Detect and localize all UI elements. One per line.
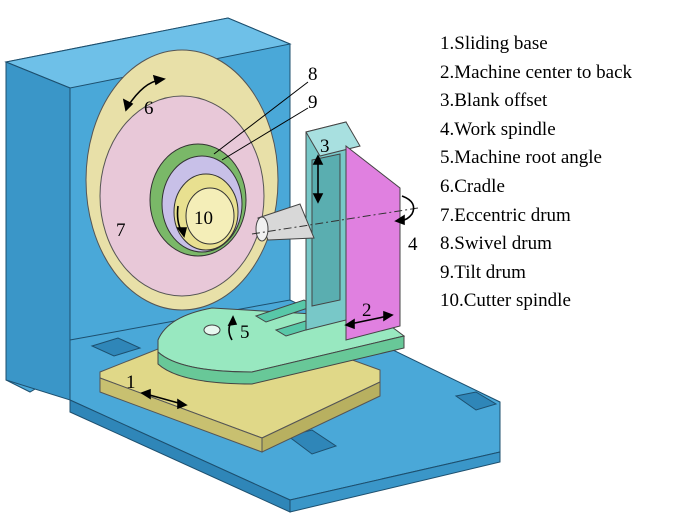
sliding-base-side xyxy=(261,381,381,453)
component-legend: 1.Sliding base 2.Machine center to back … xyxy=(440,30,632,316)
cradle-arrow-head-a xyxy=(122,98,134,112)
table-edge xyxy=(157,335,405,385)
callout-9: 9 xyxy=(308,92,318,113)
legend-item-eccentric-drum: 7.Eccentric drum xyxy=(440,204,571,226)
callout-2: 2 xyxy=(362,300,372,321)
callout-5: 5 xyxy=(240,322,250,343)
legend-item-machine-center-to-back: 2.Machine center to back xyxy=(440,61,633,83)
center-to-back-arrow xyxy=(349,315,389,325)
work-spindle-face xyxy=(255,216,269,242)
motion-arrows xyxy=(122,74,415,410)
sliding-base-arrow xyxy=(145,393,183,405)
cutter-spindle-inner xyxy=(185,187,235,245)
callout-8: 8 xyxy=(308,64,318,85)
callout-labels: 1 2 3 4 5 6 7 8 9 10 xyxy=(116,64,418,393)
legend-item-tilt-drum: 9.Tilt drum xyxy=(440,261,526,283)
callout-1: 1 xyxy=(126,372,136,393)
cradle-arrow-head-b xyxy=(152,74,166,86)
cutter-arrow-head xyxy=(176,227,188,238)
legend-item-machine-root-angle: 5.Machine root angle xyxy=(440,147,602,169)
column-front xyxy=(345,144,401,341)
rotating-table xyxy=(157,299,406,385)
frame-rail-slot-right xyxy=(454,391,498,411)
center-to-back-arrow-head-b xyxy=(383,310,394,322)
legend-item-sliding-base: 1.Sliding base xyxy=(440,33,548,54)
callout-10: 10 xyxy=(194,208,213,229)
sliding-base-arrow-head-b xyxy=(177,398,188,410)
legend-item-cutter-spindle: 10.Cutter spindle xyxy=(440,290,571,312)
frame-floor-right xyxy=(289,451,501,513)
legend-item-blank-offset: 3.Blank offset xyxy=(440,90,548,112)
leader-9 xyxy=(221,107,309,161)
callout-6: 6 xyxy=(144,98,154,119)
leader-8 xyxy=(213,81,309,155)
root-angle-arrow-head xyxy=(227,315,238,327)
cradle-assembly xyxy=(85,49,279,311)
frame-rail-slot-left xyxy=(90,337,142,357)
work-spindle-axis xyxy=(251,207,419,235)
callout-3: 3 xyxy=(320,136,330,157)
legend-item-work-spindle: 4.Work spindle xyxy=(440,118,556,140)
work-spindle-arrow-head xyxy=(394,214,405,226)
blank-offset-arrow-head-a xyxy=(312,154,324,165)
leader-lines xyxy=(213,81,309,161)
work-head-column xyxy=(305,121,401,341)
callout-4: 4 xyxy=(408,234,418,255)
frame-left-side xyxy=(5,61,71,401)
column-slot xyxy=(311,153,341,307)
legend-item-cradle: 6.Cradle xyxy=(440,175,505,197)
work-spindle xyxy=(251,203,419,242)
blank-offset-arrow-head-b xyxy=(312,193,324,204)
center-to-back-arrow-head-a xyxy=(344,318,355,330)
table-pivot-hole xyxy=(203,324,221,336)
legend-item-swivel-drum: 8.Swivel drum xyxy=(440,233,552,255)
callout-7: 7 xyxy=(116,220,126,241)
sliding-base-arrow-head-a xyxy=(140,388,151,400)
